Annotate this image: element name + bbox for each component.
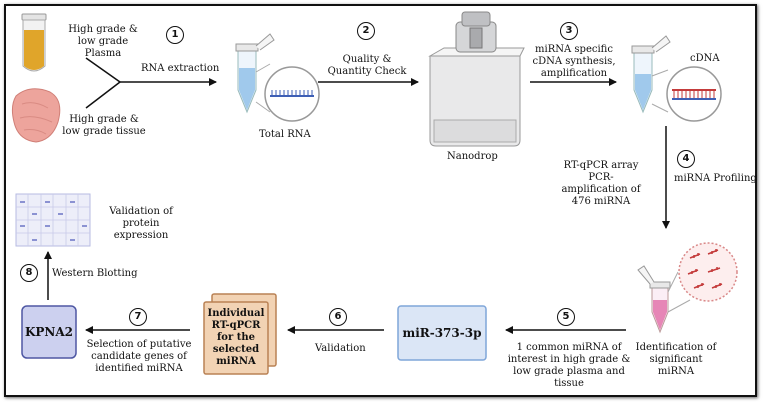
step-8-badge: 8 — [20, 264, 38, 282]
mirna-box-shape — [397, 305, 487, 361]
total-rna-label: Total RNA — [259, 129, 311, 140]
step-1-label: RNA extraction — [141, 63, 220, 74]
step-3-label: miRNA specific cDNA synthesis, amplifica… — [532, 44, 616, 79]
kpna2-box-shape — [21, 305, 77, 359]
nanodrop-icon — [428, 11, 525, 147]
kpna2-box-label: KPNA2 — [24, 325, 74, 339]
plasma-label: High grade & low grade Plasma — [68, 24, 138, 59]
diagram-frame — [4, 4, 757, 397]
step-5-label: 1 common miRNA of interest in high grade… — [507, 342, 631, 389]
significant-mirna-label: Identification of significant miRNA — [635, 342, 717, 377]
rtqpcr-box-shape — [203, 293, 277, 375]
step-7-badge: 7 — [129, 308, 147, 326]
validation-protein-label: Validation of protein expression — [109, 206, 173, 241]
significant-mirna-icon — [637, 242, 738, 334]
merge-arrow — [85, 57, 217, 109]
mirna-box-label: miR-373-3p — [402, 326, 482, 340]
step-1-badge: 1 — [166, 26, 184, 44]
rtqpcr-box-label: Individual RT-qPCR for the selected miRN… — [207, 308, 265, 367]
tissue-label: High grade & low grade tissue — [62, 114, 146, 137]
step-4-label: miRNA Profiling — [674, 173, 757, 184]
nanodrop-label: Nanodrop — [447, 151, 498, 162]
array-note-label: RT-qPCR array PCR-amplification of 476 m… — [561, 160, 641, 207]
cdna-label: cDNA — [690, 53, 720, 64]
cdna-tube-icon — [631, 35, 722, 122]
step-5-badge: 5 — [557, 308, 575, 326]
tissue-sample-icon — [11, 88, 61, 143]
total-rna-tube-icon — [235, 33, 320, 122]
step-8-label: Western Blotting — [52, 268, 138, 279]
step-3-badge: 3 — [560, 22, 578, 40]
step-2-label: Quality & Quantity Check — [327, 54, 407, 77]
western-blot-icon — [15, 193, 91, 247]
step-4-badge: 4 — [677, 150, 695, 168]
step-6-label: Validation — [315, 343, 366, 354]
step-7-label: Selection of putative candidate genes of… — [86, 339, 192, 374]
step-6-badge: 6 — [329, 308, 347, 326]
step-2-badge: 2 — [357, 22, 375, 40]
plasma-tube-icon — [21, 13, 47, 72]
